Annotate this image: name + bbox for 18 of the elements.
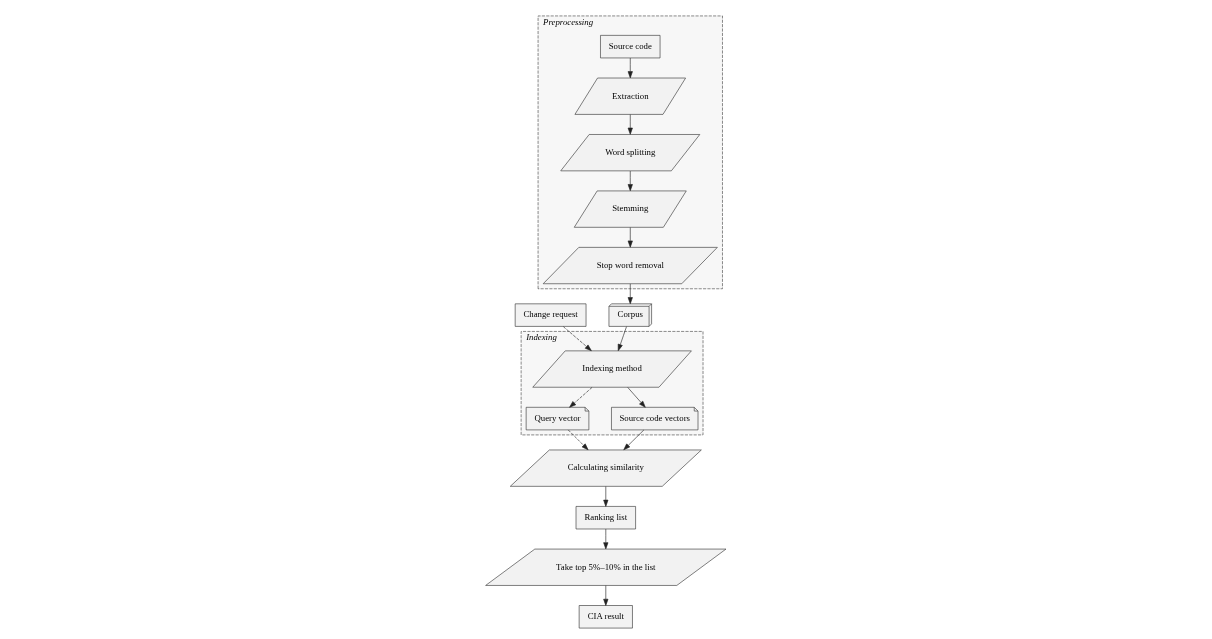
node-box: CIA result	[578, 605, 633, 629]
arrow	[627, 283, 633, 305]
arrow	[617, 326, 627, 351]
arrow	[627, 57, 633, 79]
arrow	[602, 528, 608, 550]
arrow	[627, 227, 633, 248]
arrow	[602, 486, 608, 507]
node-box: Change request	[514, 303, 586, 327]
arrow	[627, 114, 633, 135]
arrow	[627, 170, 633, 192]
arrow	[602, 585, 608, 606]
arrow	[562, 326, 592, 351]
arrow	[567, 429, 588, 451]
arrow	[568, 387, 592, 408]
arrow	[626, 387, 646, 408]
node-box: Ranking list	[575, 506, 636, 530]
node-box: Source code	[599, 35, 660, 59]
arrow	[622, 429, 644, 451]
